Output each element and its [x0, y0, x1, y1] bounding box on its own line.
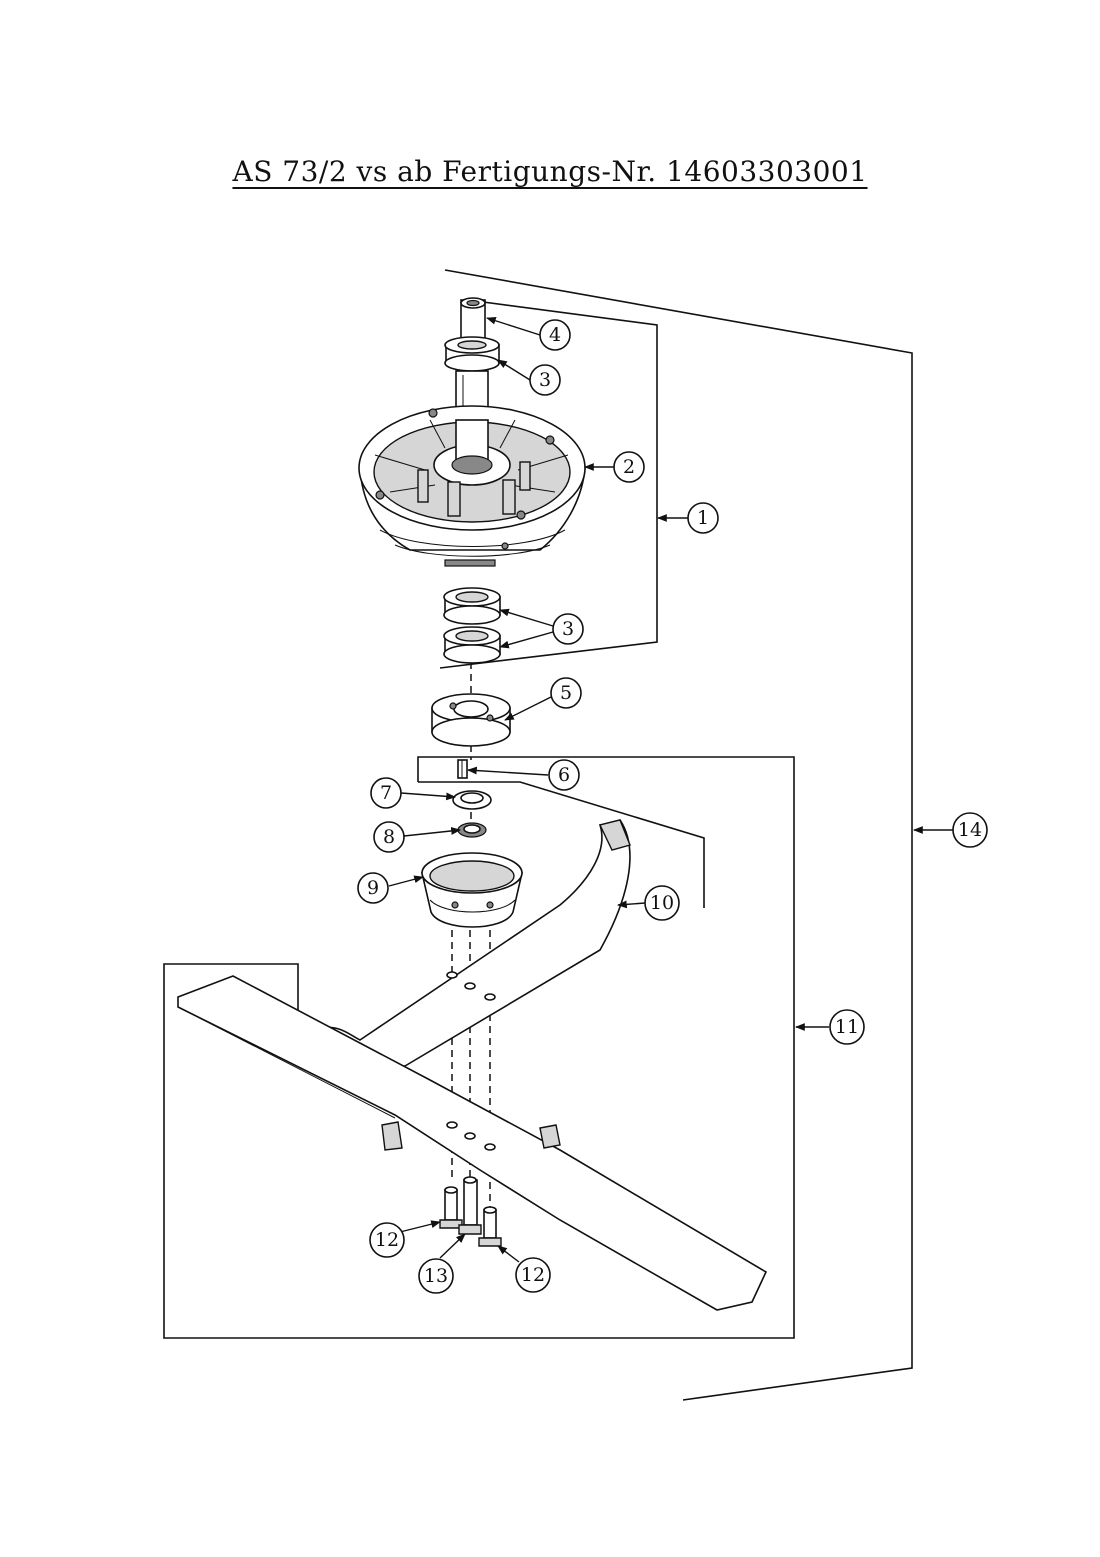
bolt-part-12b: [478, 1206, 502, 1247]
svg-text:13: 13: [424, 1265, 448, 1287]
ring-part-8: [457, 822, 487, 838]
svg-text:3: 3: [539, 369, 551, 391]
callout-5: 5: [550, 677, 582, 709]
callout-9: 9: [357, 872, 389, 904]
bracket-assembly-14: [444, 269, 913, 1401]
svg-text:3: 3: [562, 618, 574, 640]
hub-part-5: [431, 693, 511, 747]
callout-10: 10: [644, 885, 680, 921]
svg-text:14: 14: [958, 819, 982, 841]
svg-text:12: 12: [375, 1229, 399, 1251]
svg-text:12: 12: [521, 1264, 545, 1286]
callout-2: 2: [613, 451, 645, 483]
svg-text:5: 5: [560, 682, 572, 704]
blade-part-11: [177, 975, 768, 1311]
svg-text:11: 11: [835, 1016, 859, 1038]
cup-part-9: [420, 852, 524, 928]
washer-part-7: [452, 790, 492, 810]
callout-1: 1: [687, 502, 719, 534]
callout-6: 6: [548, 759, 580, 791]
callout-14: 14: [952, 812, 988, 848]
svg-text:2: 2: [623, 456, 635, 478]
svg-text:4: 4: [549, 324, 561, 346]
callout-11: 11: [829, 1009, 865, 1045]
bearing-lower-part-3a: [443, 587, 501, 625]
bolt-part-12a: [439, 1186, 463, 1229]
callout-4: 4: [539, 319, 571, 351]
svg-text:9: 9: [367, 877, 379, 899]
bearing-lower-part-3b: [443, 626, 501, 664]
bolt-part-13: [458, 1176, 482, 1235]
leader-lines: [388, 316, 953, 1263]
svg-text:10: 10: [650, 892, 674, 914]
bracket-assembly-1: [439, 299, 658, 669]
callout-13: 13: [418, 1258, 454, 1294]
svg-text:6: 6: [558, 764, 570, 786]
callout-3-lower: 3: [552, 613, 584, 645]
housing-part-2: [358, 405, 586, 567]
key-part-6: [457, 759, 468, 779]
svg-text:8: 8: [383, 826, 395, 848]
callout-3-upper: 3: [529, 364, 561, 396]
svg-text:7: 7: [380, 782, 392, 804]
callout-12-left: 12: [369, 1222, 405, 1258]
diagram-title: AS 73/2 vs ab Fertigungs-Nr. 14603303001: [232, 155, 868, 188]
callout-7: 7: [370, 777, 402, 809]
callout-12-right: 12: [515, 1257, 551, 1293]
callout-8: 8: [373, 821, 405, 853]
svg-text:1: 1: [697, 507, 709, 529]
bearing-top-part-3: [444, 336, 500, 372]
